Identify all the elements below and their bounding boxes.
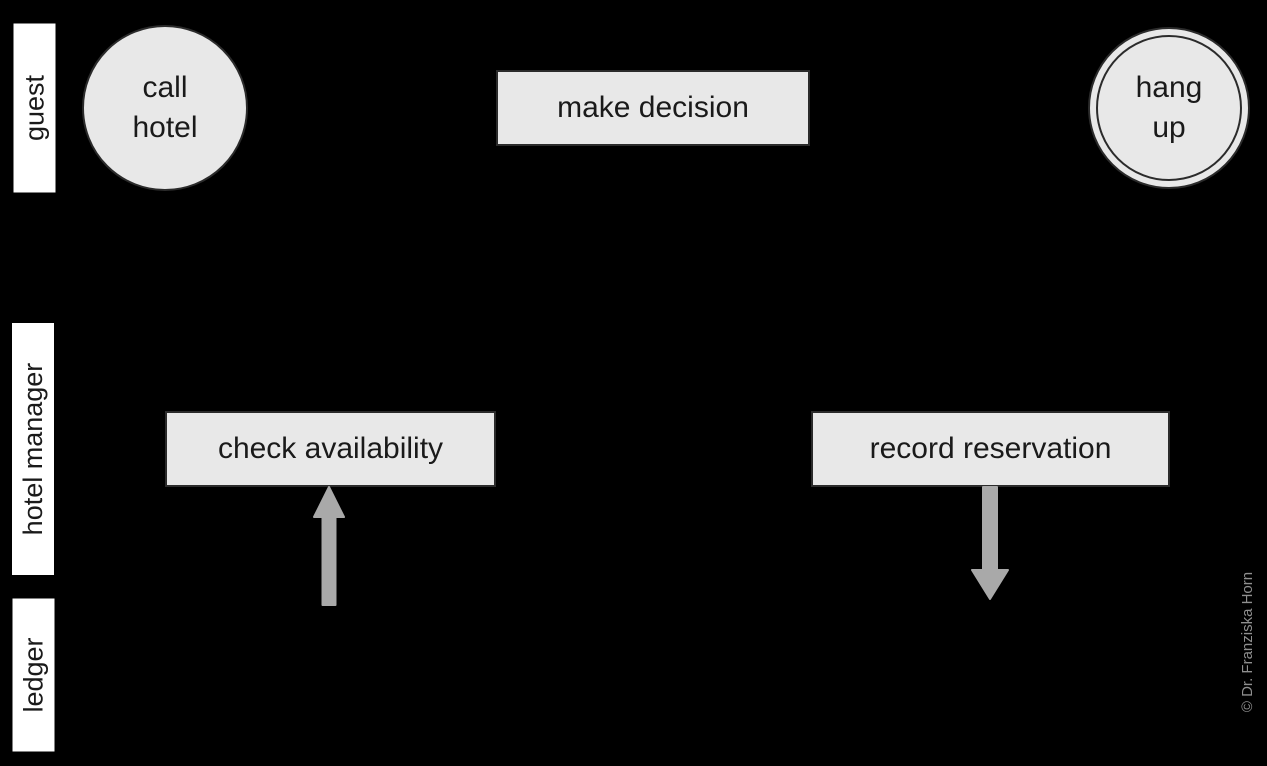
task-check-availability: check availability <box>165 411 496 487</box>
arrow-up-ledger-to-check-availability <box>313 486 345 606</box>
start-event-label: call hotel <box>132 71 198 144</box>
lane-label-guest: guest <box>13 23 55 192</box>
task-check-availability-label: check availability <box>217 432 444 465</box>
task-make-decision: make decision <box>496 70 810 146</box>
credit-text: © Dr. Franziska Horn <box>1239 571 1256 713</box>
end-event-hang-up: hang up <box>1088 27 1250 189</box>
lane-label-ledger: ledger <box>12 598 54 751</box>
end-event-label: hang up <box>1135 71 1203 144</box>
task-record-reservation: record reservation <box>811 411 1170 487</box>
arrow-down-record-reservation-to-ledger <box>971 486 1009 600</box>
start-event-call-hotel: call hotel <box>82 25 248 191</box>
lane-label-hotel-manager: hotel manager <box>12 323 54 575</box>
task-record-reservation-label: record reservation <box>869 432 1112 465</box>
task-make-decision-label: make decision <box>557 91 749 124</box>
